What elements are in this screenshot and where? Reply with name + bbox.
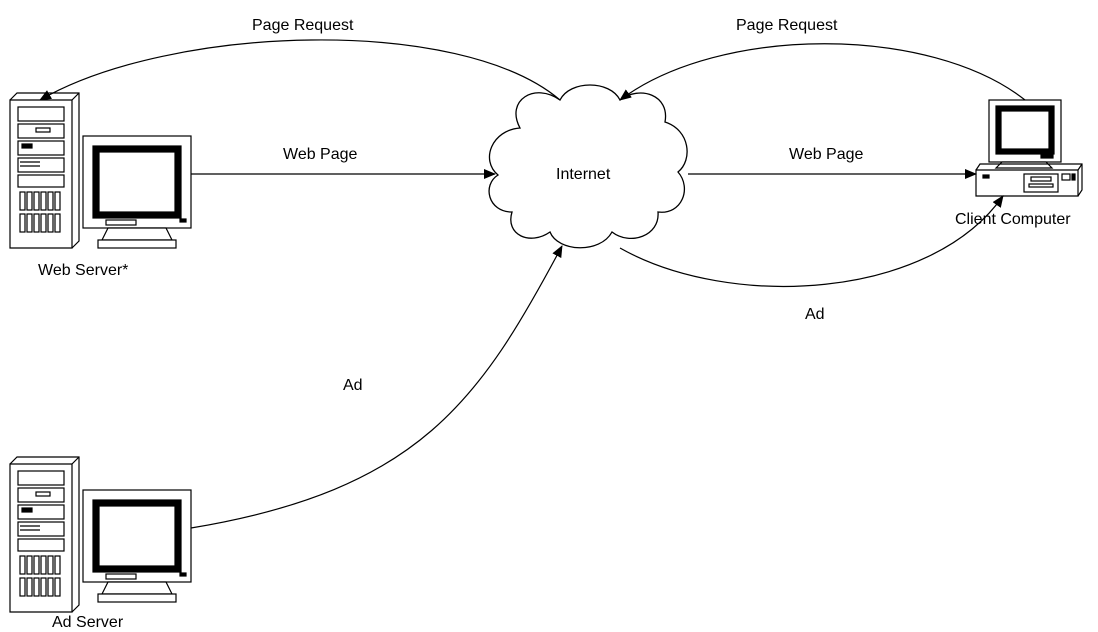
label-ad-left: Ad: [343, 377, 363, 394]
label-page-request-right: Page Request: [736, 17, 838, 34]
client-computer-icon: [975, 99, 1083, 197]
ad-server-icon: [9, 456, 192, 613]
label-ad-right: Ad: [805, 306, 825, 323]
edge-ad-to-client: [619, 195, 1004, 288]
label-web-server: Web Server*: [38, 262, 129, 279]
label-web-page-left: Web Page: [283, 146, 358, 163]
edge-page-request-to-web-server: [39, 39, 561, 101]
label-page-request-left: Page Request: [252, 17, 354, 34]
internet-cloud-icon: [488, 84, 688, 249]
edge-ad-to-internet: [190, 245, 563, 529]
label-client-computer: Client Computer: [955, 211, 1071, 228]
web-server-icon: [9, 92, 192, 249]
label-internet: Internet: [556, 166, 611, 183]
label-ad-server: Ad Server: [52, 614, 124, 631]
label-web-page-right: Web Page: [789, 146, 864, 163]
edge-page-request-from-client: [619, 43, 1026, 101]
